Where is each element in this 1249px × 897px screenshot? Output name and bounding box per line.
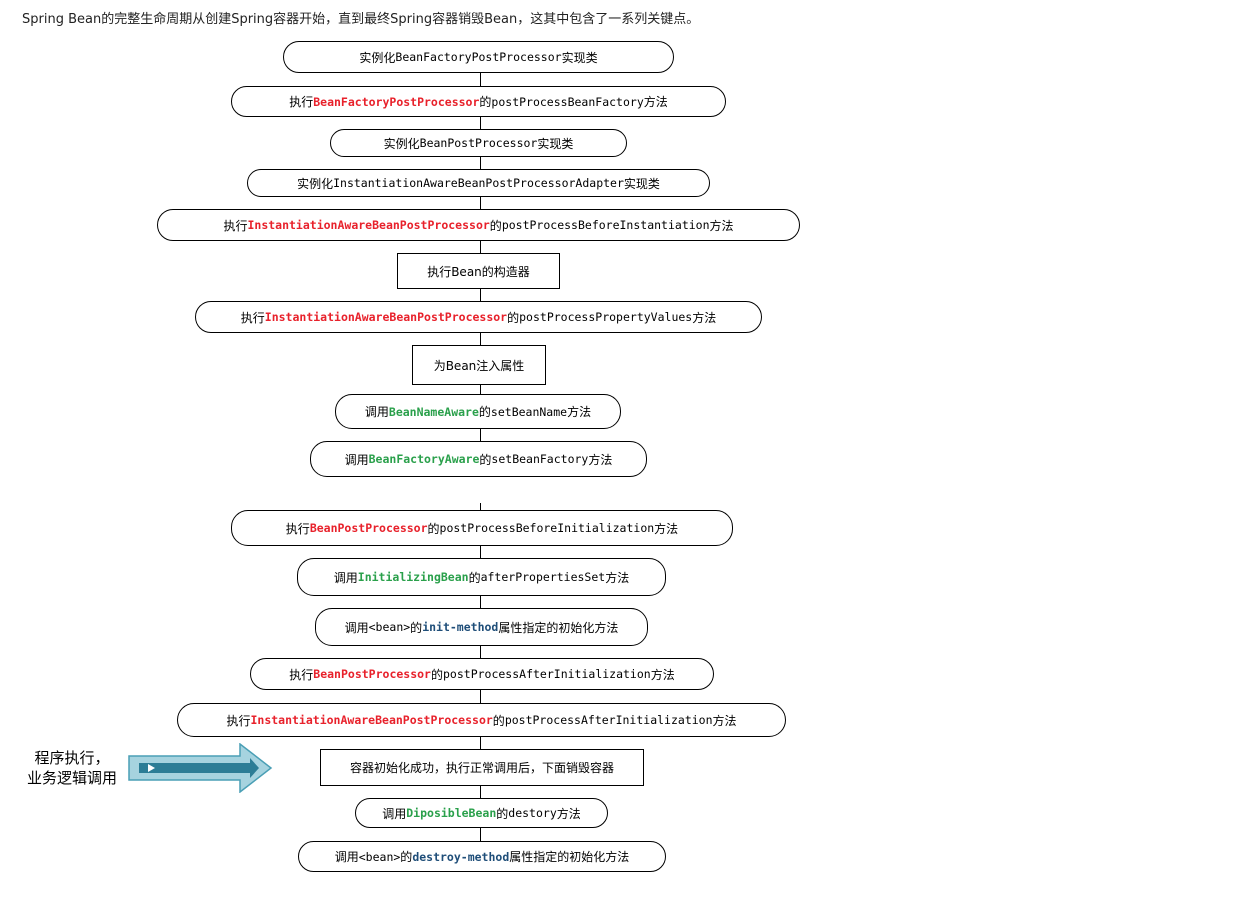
connector-line [480, 503, 481, 510]
intro-text: Spring Bean的完整生命周期从创建Spring容器开始，直到最终Spri… [22, 12, 700, 27]
connector-line [480, 157, 481, 169]
connector-line [480, 197, 481, 209]
connector-line [480, 646, 481, 658]
side-label: 程序执行， 业务逻辑调用 [26, 749, 117, 787]
connector-line [480, 429, 481, 441]
connector-line [480, 828, 481, 841]
connector-line [480, 786, 481, 798]
connector-line [480, 385, 481, 394]
connector-line [480, 333, 481, 345]
step-inject-properties: 为Bean注入属性 [412, 345, 546, 385]
connector-line [480, 73, 481, 86]
connector-line [480, 690, 481, 703]
connector-line [480, 241, 481, 253]
step-container-ready: 容器初始化成功，执行正常调用后，下面销毁容器 [320, 749, 644, 786]
connector-line [480, 289, 481, 301]
connector-line [480, 737, 481, 749]
connector-line [480, 117, 481, 129]
connector-line [480, 546, 481, 558]
connector-line [480, 596, 481, 608]
step-constructor: 执行Bean的构造器 [397, 253, 560, 289]
right-arrow-icon [128, 743, 273, 793]
